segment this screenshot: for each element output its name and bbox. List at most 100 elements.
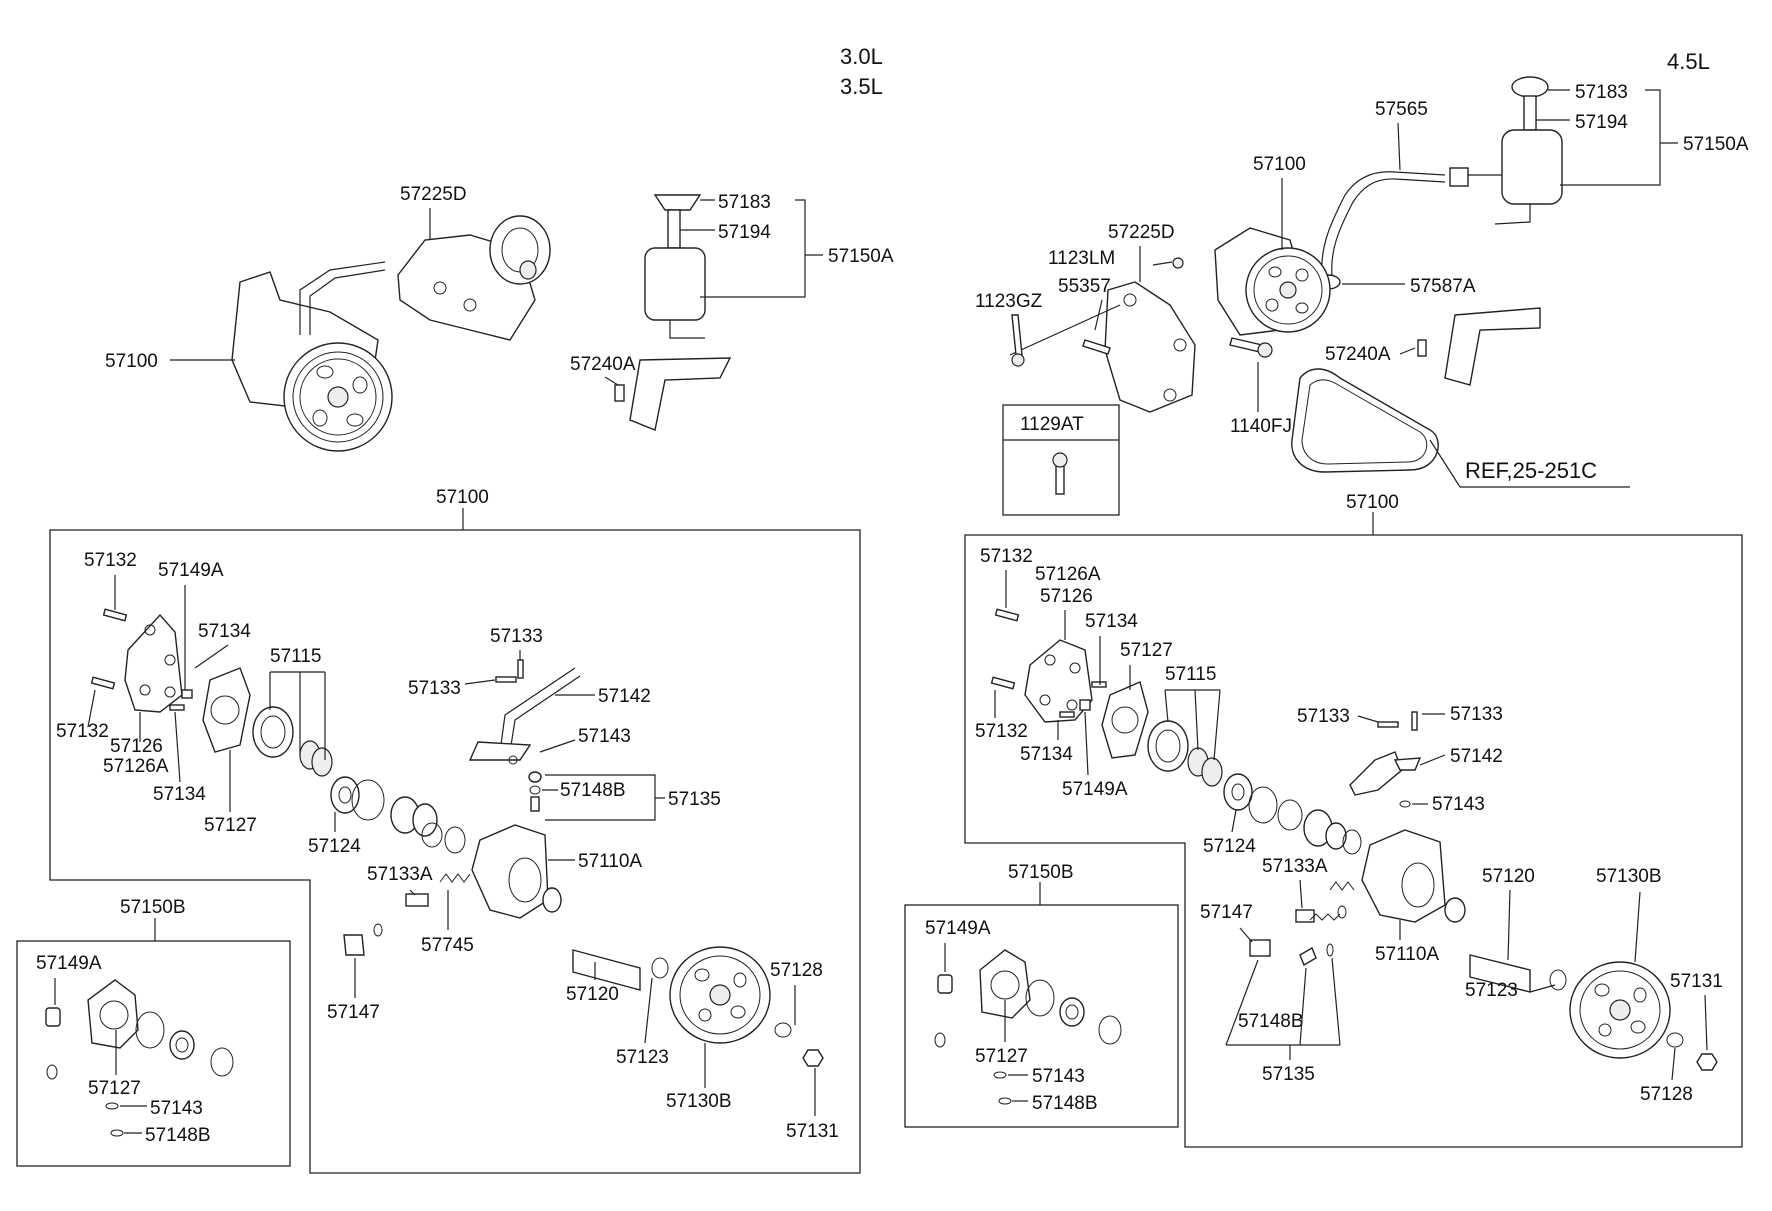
rd-57134b: 57134 xyxy=(1020,744,1073,765)
label-57587A: 57587A xyxy=(1410,276,1476,297)
right-kit-frame xyxy=(904,904,1179,1128)
right-bolt-1140FJ xyxy=(1229,337,1273,358)
ld-57124: 57124 xyxy=(308,836,361,857)
ld-57148B: 57148B xyxy=(560,780,626,801)
rd-57123: 57123 xyxy=(1465,980,1518,1001)
ld-57123: 57123 xyxy=(616,1047,669,1068)
label-57100-right-pump: 57100 xyxy=(1253,154,1306,175)
ld-57115: 57115 xyxy=(270,646,321,667)
label-57240A-right: 57240A xyxy=(1325,344,1391,365)
rd-57128: 57128 xyxy=(1640,1084,1693,1105)
ld-57134b: 57134 xyxy=(153,784,206,805)
ld-57126: 57126 xyxy=(110,736,163,757)
rd-57135: 57135 xyxy=(1262,1064,1315,1085)
engine-label-3-0: 3.0L xyxy=(840,44,883,69)
ld-57126A: 57126A xyxy=(103,756,169,777)
lk-57149A: 57149A xyxy=(36,953,102,974)
left-detail-frame xyxy=(49,508,861,1174)
ld-57130B: 57130B xyxy=(666,1091,732,1112)
lk-57148B: 57148B xyxy=(145,1125,211,1146)
right-clip xyxy=(1417,307,1541,386)
right-kit-parts xyxy=(934,949,1122,1105)
right-pump xyxy=(1214,227,1331,336)
rk-57148B: 57148B xyxy=(1032,1093,1098,1114)
rk-57149A: 57149A xyxy=(925,918,991,939)
ld-57143: 57143 xyxy=(578,726,631,747)
rd-57142: 57142 xyxy=(1450,746,1503,767)
rd-57126: 57126 xyxy=(1040,586,1093,607)
label-1140FJ: 1140FJ xyxy=(1230,416,1292,437)
right-bracket xyxy=(1104,257,1196,413)
label-57225D-left: 57225D xyxy=(400,184,467,205)
ld-57147: 57147 xyxy=(327,1002,380,1023)
ld-57127: 57127 xyxy=(204,815,257,836)
right-detail-frame xyxy=(964,512,1743,1148)
rd-57149A: 57149A xyxy=(1062,779,1128,800)
ld-57134a: 57134 xyxy=(198,621,251,642)
ref-label: REF,25-251C xyxy=(1465,458,1597,483)
ld-57120: 57120 xyxy=(566,984,619,1005)
box-1129AT xyxy=(1002,404,1120,516)
rd-57126A: 57126A xyxy=(1035,564,1101,585)
rk-57127: 57127 xyxy=(975,1046,1028,1067)
lk-57127: 57127 xyxy=(88,1078,141,1099)
belt xyxy=(1291,368,1439,473)
left-detail-labels: 57132 57149A 57134 57115 57133 57133 571… xyxy=(56,550,839,1142)
left-kit-header: 57150B xyxy=(120,897,186,918)
rd-57147: 57147 xyxy=(1200,902,1253,923)
ld-57133a: 57133 xyxy=(490,626,543,647)
engine-label-4-5: 4.5L xyxy=(1667,49,1710,74)
label-57225D-right: 57225D xyxy=(1108,222,1175,243)
rd-57132b: 57132 xyxy=(975,721,1028,742)
label-1123GZ: 1123GZ xyxy=(975,291,1043,312)
label-57194-right: 57194 xyxy=(1575,112,1628,133)
rd-57124: 57124 xyxy=(1203,836,1256,857)
right-detail-header: 57100 xyxy=(1346,492,1399,513)
rd-57131: 57131 xyxy=(1670,971,1723,992)
label-57240A-left: 57240A xyxy=(570,354,636,375)
ld-57132a: 57132 xyxy=(84,550,137,571)
ld-57133b: 57133 xyxy=(408,678,461,699)
rd-57134a: 57134 xyxy=(1085,611,1138,632)
rd-57120: 57120 xyxy=(1482,866,1535,887)
left-reservoir xyxy=(644,194,706,339)
left-kit-parts xyxy=(45,979,234,1137)
left-kit-frame xyxy=(16,940,291,1167)
lk-57143: 57143 xyxy=(150,1098,203,1119)
ld-57135: 57135 xyxy=(668,789,721,810)
ld-57132b: 57132 xyxy=(56,721,109,742)
label-1123LM: 1123LM xyxy=(1048,248,1115,269)
engine-label-3-5: 3.5L xyxy=(840,74,883,99)
rd-57143: 57143 xyxy=(1432,794,1485,815)
left-pump-assembly xyxy=(231,261,393,452)
right-reservoir xyxy=(1450,76,1563,225)
ld-57133A: 57133A xyxy=(367,864,433,885)
left-detail-parts xyxy=(90,608,824,1067)
rd-57133A: 57133A xyxy=(1262,856,1328,877)
label-57183-right: 57183 xyxy=(1575,82,1628,103)
left-detail-header: 57100 xyxy=(436,487,489,508)
label-57150A-left: 57150A xyxy=(828,246,894,267)
right-detail-labels: 57132 57126A 57126 57134 57127 57115 571… xyxy=(975,546,1723,1105)
rd-57130B: 57130B xyxy=(1596,866,1662,887)
ld-57131: 57131 xyxy=(786,1121,839,1142)
right-detail-parts xyxy=(990,608,1718,1071)
label-57183-left: 57183 xyxy=(718,192,771,213)
ld-57142: 57142 xyxy=(598,686,651,707)
rd-57115: 57115 xyxy=(1165,664,1216,685)
right-hose xyxy=(1315,167,1469,290)
left-bracket xyxy=(397,215,551,341)
left-clip xyxy=(614,357,732,431)
label-57150A-right: 57150A xyxy=(1683,134,1749,155)
rd-57127: 57127 xyxy=(1120,640,1173,661)
ld-57745: 57745 xyxy=(421,935,474,956)
label-57100-pump: 57100 xyxy=(105,351,158,372)
rd-57133b: 57133 xyxy=(1450,704,1503,725)
rd-57148B: 57148B xyxy=(1238,1011,1304,1032)
right-kit-header: 57150B xyxy=(1008,862,1074,883)
label-57194-left: 57194 xyxy=(718,222,771,243)
label-1129AT: 1129AT xyxy=(1020,414,1084,435)
rd-57132a: 57132 xyxy=(980,546,1033,567)
